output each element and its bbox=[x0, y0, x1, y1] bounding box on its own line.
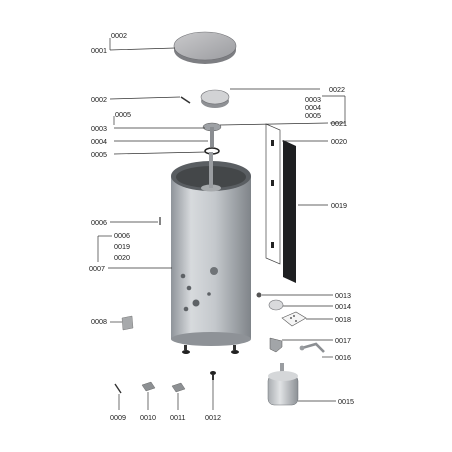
part-labels: 0002 0001 0002 0005 0003 0004 0005 0006 … bbox=[89, 31, 354, 422]
label-0017: 0017 bbox=[335, 336, 351, 345]
part-pipe bbox=[299, 342, 325, 353]
part-plate bbox=[281, 311, 307, 327]
label-0007: 0007 bbox=[89, 264, 105, 273]
label-0021: 0021 bbox=[331, 119, 347, 128]
label-0018: 0018 bbox=[335, 315, 351, 324]
part-thermostat bbox=[268, 299, 284, 311]
label-0010: 0010 bbox=[140, 413, 156, 422]
part-heater-strip bbox=[283, 140, 296, 283]
part-bracket bbox=[269, 337, 283, 353]
label-0002-top: 0002 bbox=[111, 31, 127, 40]
label-0005: 0005 bbox=[91, 150, 107, 159]
label-0008: 0008 bbox=[91, 317, 107, 326]
label-0019-group: 0019 bbox=[114, 242, 130, 251]
part-cylinder bbox=[171, 152, 251, 346]
label-0006-group: 0006 bbox=[114, 231, 130, 240]
label-0019: 0019 bbox=[331, 201, 347, 210]
part-screw bbox=[180, 96, 191, 104]
label-0012: 0012 bbox=[205, 413, 221, 422]
label-0003: 0003 bbox=[91, 124, 107, 133]
label-0002: 0002 bbox=[91, 95, 107, 104]
label-0014: 0014 bbox=[335, 302, 351, 311]
part-expansion-vessel bbox=[267, 363, 299, 406]
part-small-screw bbox=[114, 383, 122, 394]
label-0005-right: 0005 bbox=[305, 111, 321, 120]
part-foot-single bbox=[210, 371, 216, 380]
label-0001: 0001 bbox=[91, 46, 107, 55]
label-0022: 0022 bbox=[329, 85, 345, 94]
part-clip-a bbox=[141, 381, 156, 392]
part-feet bbox=[182, 345, 239, 354]
part-flange bbox=[202, 122, 222, 147]
label-0006: 0006 bbox=[91, 218, 107, 227]
part-lid bbox=[173, 31, 237, 64]
label-0011: 0011 bbox=[170, 413, 185, 422]
part-cap bbox=[200, 89, 230, 108]
label-0015: 0015 bbox=[338, 397, 354, 406]
leader-lines bbox=[97, 38, 346, 410]
label-0004-right: 0004 bbox=[305, 103, 321, 112]
part-clip-b bbox=[171, 382, 186, 393]
label-0009: 0009 bbox=[110, 413, 126, 422]
label-0003-right: 0003 bbox=[305, 95, 321, 104]
label-0020: 0020 bbox=[331, 137, 347, 146]
label-0013: 0013 bbox=[335, 291, 351, 300]
label-0020-group: 0020 bbox=[114, 253, 130, 262]
part-label-plate bbox=[121, 315, 134, 331]
label-0016: 0016 bbox=[335, 353, 351, 362]
part-strip-panel bbox=[265, 123, 281, 265]
part-sensor bbox=[256, 292, 262, 298]
label-0004: 0004 bbox=[91, 137, 107, 146]
label-0005-group: 0005 bbox=[115, 110, 131, 119]
